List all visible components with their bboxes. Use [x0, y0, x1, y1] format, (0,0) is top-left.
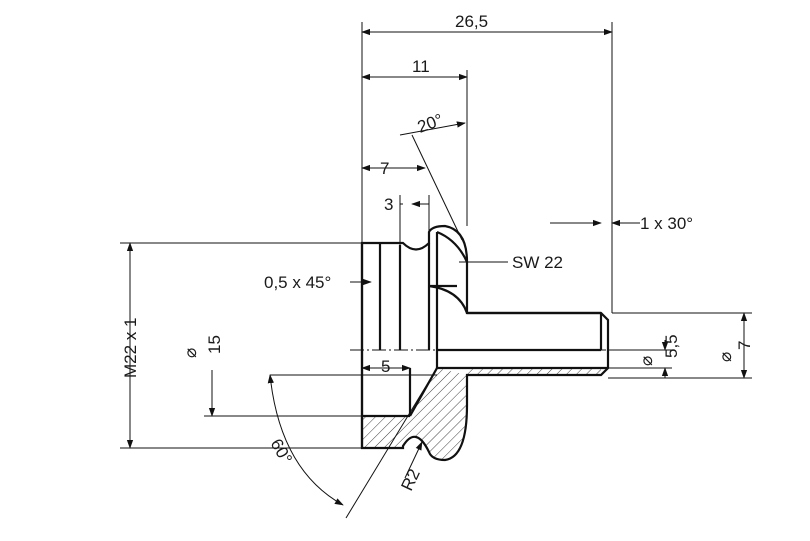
dim-diameter-15: 15 — [205, 335, 224, 354]
section-hatching — [362, 368, 601, 460]
dim-chamfer-left: 0,5 x 45° — [264, 273, 331, 292]
dim-diameter-15-symbol: ⌀ — [181, 348, 200, 358]
hex-arc-top — [436, 230, 469, 263]
dim-angle-60: 60° — [267, 436, 296, 468]
dim-wrench-size: SW 22 — [512, 253, 563, 272]
dimension-lines — [120, 22, 752, 519]
dim-total-length: 26,5 — [455, 12, 488, 31]
dim-length-7: 7 — [380, 159, 389, 178]
dim-diameter-5-5: 5,5 — [662, 334, 681, 358]
dim-thread: M22 x 1 — [121, 318, 140, 378]
dim-head-length: 11 — [412, 57, 430, 76]
dimension-labels: 26,5 11 20° 7 3 1 x 30° SW 22 0,5 x 45° … — [121, 12, 754, 494]
dim-diameter-5-5-symbol: ⌀ — [637, 356, 656, 366]
dim-groove-width: 3 — [384, 195, 393, 214]
dim-diameter-7: 7 — [735, 341, 754, 350]
dim-chamfer-right: 1 x 30° — [640, 214, 693, 233]
dim-radius: R2 — [397, 466, 423, 494]
dim-angle-head: 20° — [415, 110, 446, 137]
hex-arc — [428, 284, 469, 314]
dim-length-5: 5 — [381, 357, 390, 376]
dim-diameter-7-symbol: ⌀ — [716, 352, 735, 362]
